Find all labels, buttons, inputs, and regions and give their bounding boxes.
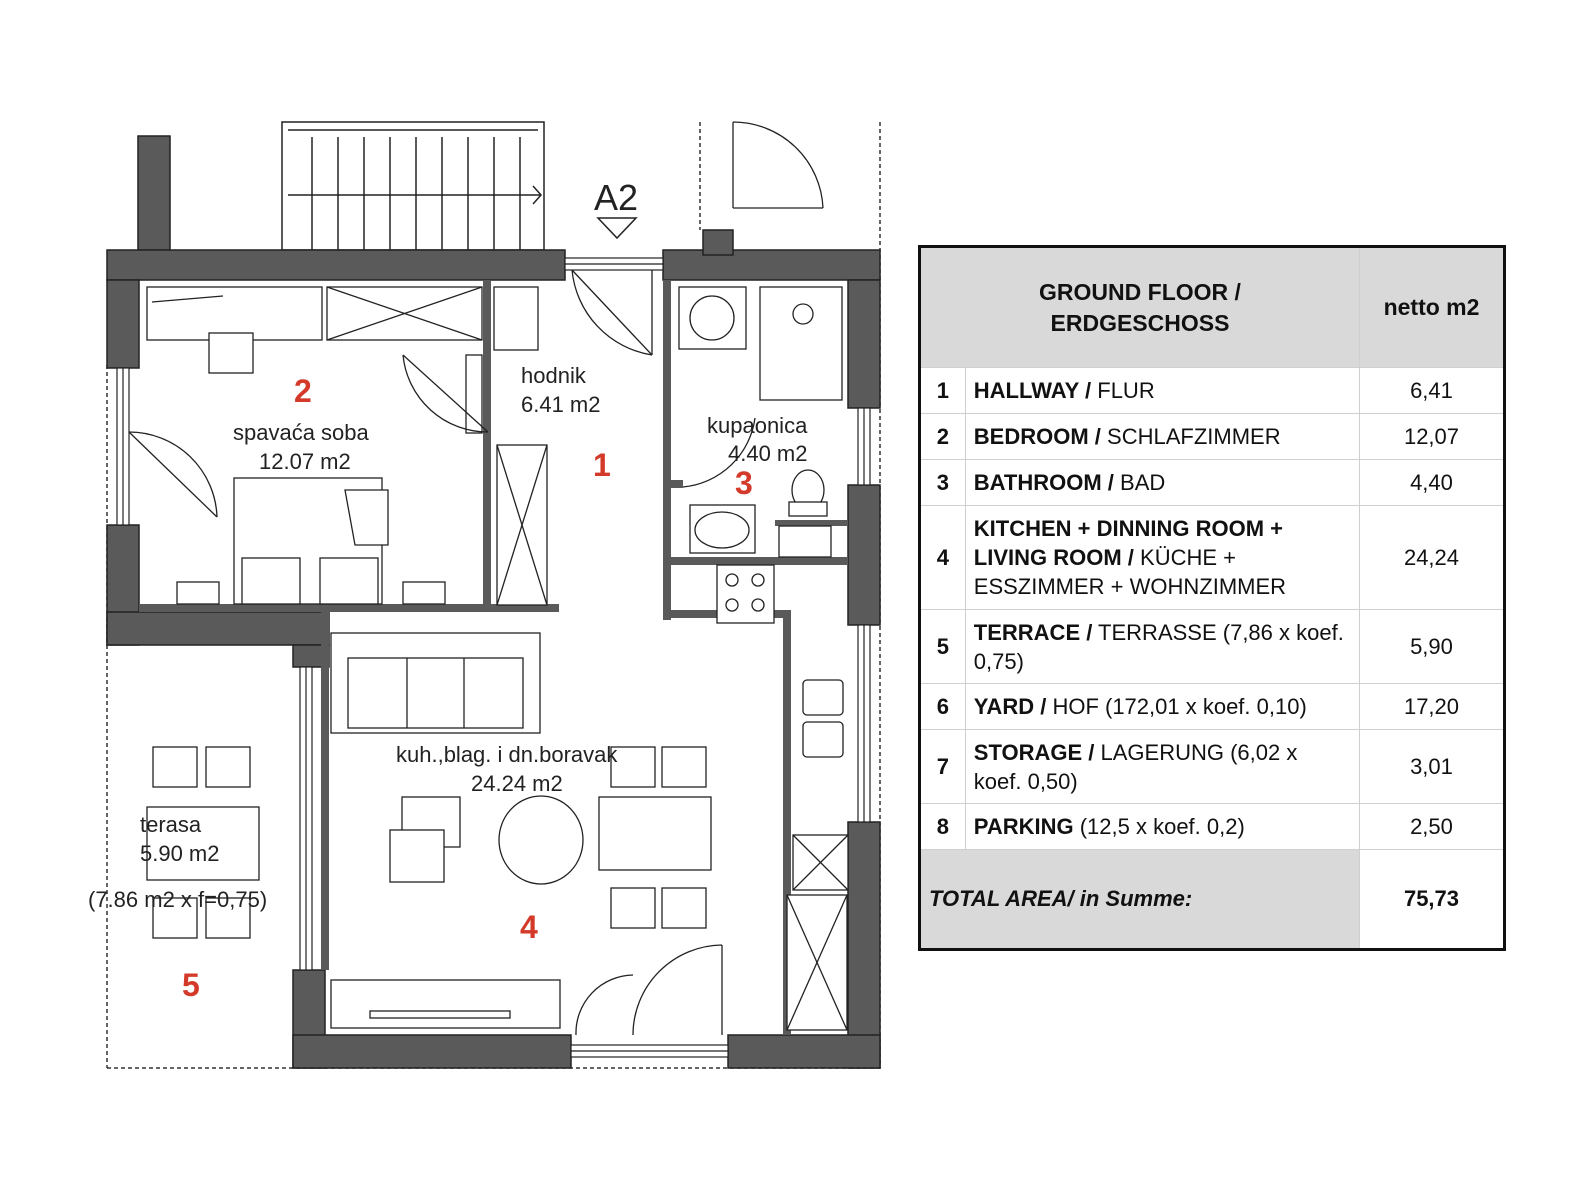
row-number: 3: [919, 459, 966, 506]
table-title-line2: ERDGESCHOSS: [1050, 309, 1230, 336]
row-number: 2: [919, 413, 966, 460]
row-room-name-de: TERRASSE (7,86 x koef. 0,75): [973, 619, 1350, 674]
furniture: [146, 286, 849, 1031]
row-room-name-en: KITCHEN + DINNING ROOM + LIVING ROOM /: [973, 516, 1284, 570]
room-number-bathroom: 3: [735, 465, 753, 501]
room-area-bathroom: 4.40 m2: [728, 441, 808, 466]
row-room-name-en: YARD /: [973, 694, 1047, 719]
floor-plan: A2 hodnik 6.41 m2 1 spavaća soba 12.07 m…: [88, 121, 881, 1069]
unit-label: A2: [594, 177, 638, 218]
row-room-name-de: (12,5 x koef. 0,2): [1073, 814, 1245, 839]
total-row: TOTAL AREA/ in Summe: 75,73: [919, 849, 1506, 950]
row-room-name-de: FLUR: [1091, 378, 1155, 403]
room-area-terrace: 5.90 m2: [140, 841, 220, 866]
row-room-name-en: PARKING: [973, 814, 1074, 839]
windows: [116, 257, 871, 1058]
row-area-value: 3,01: [1358, 729, 1506, 804]
row-room-name: BATHROOM / BAD: [964, 459, 1360, 506]
room-area-bedroom: 12.07 m2: [259, 449, 351, 474]
row-room-name-de: BAD: [1113, 470, 1166, 495]
row-area-value: 17,20: [1358, 683, 1506, 730]
row-area-value: 5,90: [1358, 609, 1506, 684]
row-room-name: HALLWAY / FLUR: [964, 367, 1360, 414]
room-number-bedroom: 2: [294, 373, 312, 409]
row-number: 5: [919, 609, 966, 684]
row-room-name-de: HOF (172,01 x koef. 0,10): [1046, 694, 1307, 719]
row-area-value: 2,50: [1358, 803, 1506, 850]
total-value: 75,73: [1358, 849, 1506, 950]
room-name-terrace: terasa: [140, 812, 202, 837]
row-room-name-de: SCHLAFZIMMER: [1100, 424, 1281, 449]
value-column-header: netto m2: [1358, 246, 1506, 368]
total-label: TOTAL AREA/ in Summe:: [919, 849, 1360, 950]
row-room-name: TERRACE / TERRASSE (7,86 x koef. 0,75): [964, 609, 1360, 684]
row-room-name-de: KÜCHE + ESSZIMMER + WOHNZIMMER: [973, 545, 1287, 599]
walls: [106, 135, 881, 1069]
row-area-value: 12,07: [1358, 413, 1506, 460]
row-area-value: 24,24: [1358, 505, 1506, 610]
room-name-hallway: hodnik: [521, 363, 587, 388]
room-number-terrace: 5: [182, 967, 200, 1003]
table-title: GROUND FLOOR / ERDGESCHOSS: [919, 246, 1360, 368]
row-room-name: KITCHEN + DINNING ROOM + LIVING ROOM / K…: [964, 505, 1360, 610]
row-room-name: PARKING (12,5 x koef. 0,2): [964, 803, 1360, 850]
row-number: 1: [919, 367, 966, 414]
room-number-hallway: 1: [593, 447, 611, 483]
row-number: 6: [919, 683, 966, 730]
row-number: 4: [919, 505, 966, 610]
row-room-name-en: TERRACE /: [973, 619, 1093, 645]
room-note-terrace: (7.86 m2 x f=0,75): [88, 887, 267, 912]
row-room-name-en: HALLWAY /: [973, 378, 1092, 403]
row-room-name: BEDROOM / SCHLAFZIMMER: [964, 413, 1360, 460]
row-number: 7: [919, 729, 966, 804]
row-room-name: STORAGE / LAGERUNG (6,02 x koef. 0,50): [964, 729, 1360, 804]
row-area-value: 4,40: [1358, 459, 1506, 506]
table-header-row: GROUND FLOOR / ERDGESCHOSS netto m2: [919, 246, 1506, 368]
row-area-value: 6,41: [1358, 367, 1506, 414]
room-name-bedroom: spavaća soba: [233, 420, 370, 445]
row-room-name-en: STORAGE /: [973, 739, 1095, 765]
unit-marker-icon: [596, 217, 638, 240]
room-name-bathroom: kupaonica: [707, 413, 808, 438]
doors: [128, 121, 824, 1036]
room-area-hallway: 6.41 m2: [521, 392, 601, 417]
row-room-name: YARD / HOF (172,01 x koef. 0,10): [964, 683, 1360, 730]
table-title-line1: GROUND FLOOR /: [1039, 278, 1241, 305]
room-number-living: 4: [520, 909, 538, 945]
room-name-living: kuh.,blag. i dn.boravak: [396, 742, 618, 767]
row-room-name-de: LAGERUNG (6,02 x koef. 0,50): [973, 739, 1304, 794]
room-area-living: 24.24 m2: [471, 771, 563, 796]
row-number: 8: [919, 803, 966, 850]
row-room-name-en: BEDROOM /: [973, 424, 1101, 449]
staircase: [281, 121, 545, 251]
row-room-name-en: BATHROOM /: [973, 470, 1114, 495]
